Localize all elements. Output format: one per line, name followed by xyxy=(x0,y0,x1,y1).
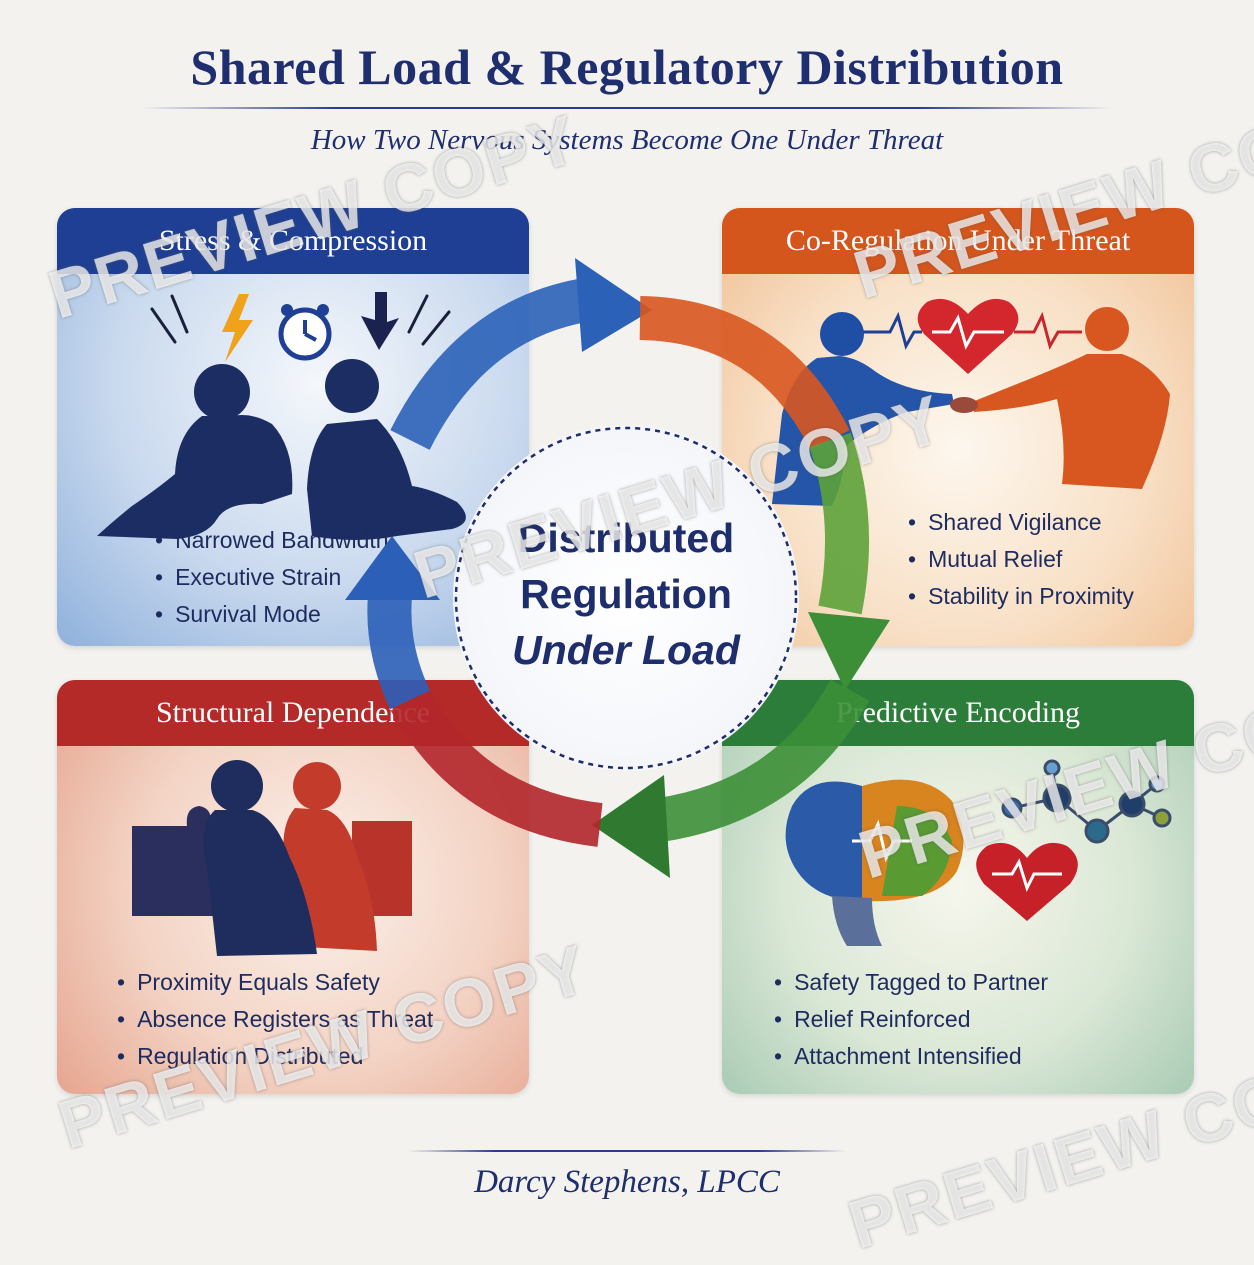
page-subtitle: How Two Nervous Systems Become One Under… xyxy=(310,124,944,156)
panel-heading: Co-Regulation Under Threat xyxy=(722,208,1194,274)
bullet-item: Shared Vigilance xyxy=(908,504,1134,541)
two-figures-seated xyxy=(203,760,377,956)
heart-icon xyxy=(917,298,1019,374)
two-figures-back-to-back xyxy=(97,359,466,540)
footer-divider xyxy=(408,1150,846,1152)
page-title: Shared Load & Regulatory Distribution xyxy=(190,39,1064,95)
heart-icon xyxy=(976,842,1078,921)
center-line-3: Under Load xyxy=(512,627,740,673)
bullet-item: Stability in Proximity xyxy=(908,578,1134,615)
center-disc xyxy=(453,425,799,771)
bullet-item: Narrowed Bandwidth xyxy=(155,522,389,559)
alarm-clock-icon xyxy=(278,304,332,361)
bullet-item: Relief Reinforced xyxy=(774,1001,1048,1038)
author-credit: Darcy Stephens, LPCC xyxy=(474,1164,780,1200)
heartbeat-line xyxy=(862,311,922,350)
bullet-item: Proximity Equals Safety xyxy=(117,964,433,1001)
heartbeat-line xyxy=(1014,311,1082,350)
title-divider xyxy=(140,107,1114,109)
bullet-item: Survival Mode xyxy=(155,596,389,633)
bullet-item: Regulation Distributed xyxy=(117,1038,433,1075)
down-arrow-icon xyxy=(361,292,399,350)
panel-heading: Stress & Compression xyxy=(57,208,529,274)
bullet-item: Mutual Relief xyxy=(908,541,1134,578)
center-label: Distributed Regulation Under Load xyxy=(453,510,799,678)
bullet-item: Attachment Intensified xyxy=(774,1038,1048,1075)
brain-icon xyxy=(785,779,964,946)
dashed-ring xyxy=(454,426,798,770)
bullet-item: Safety Tagged to Partner xyxy=(774,964,1048,1001)
molecule-icon xyxy=(1001,759,1172,844)
center-line-2: Regulation xyxy=(520,571,732,617)
bullet-list: Proximity Equals Safety Absence Register… xyxy=(117,964,433,1075)
bullet-item: Absence Registers as Threat xyxy=(117,1001,433,1038)
lightning-bolt-icon xyxy=(222,294,253,362)
center-line-1: Distributed xyxy=(517,515,735,561)
bullet-list: Shared Vigilance Mutual Relief Stability… xyxy=(908,504,1134,615)
bullet-item: Executive Strain xyxy=(155,559,389,596)
bullet-list: Narrowed Bandwidth Executive Strain Surv… xyxy=(155,522,389,633)
bullet-list: Safety Tagged to Partner Relief Reinforc… xyxy=(774,964,1048,1075)
